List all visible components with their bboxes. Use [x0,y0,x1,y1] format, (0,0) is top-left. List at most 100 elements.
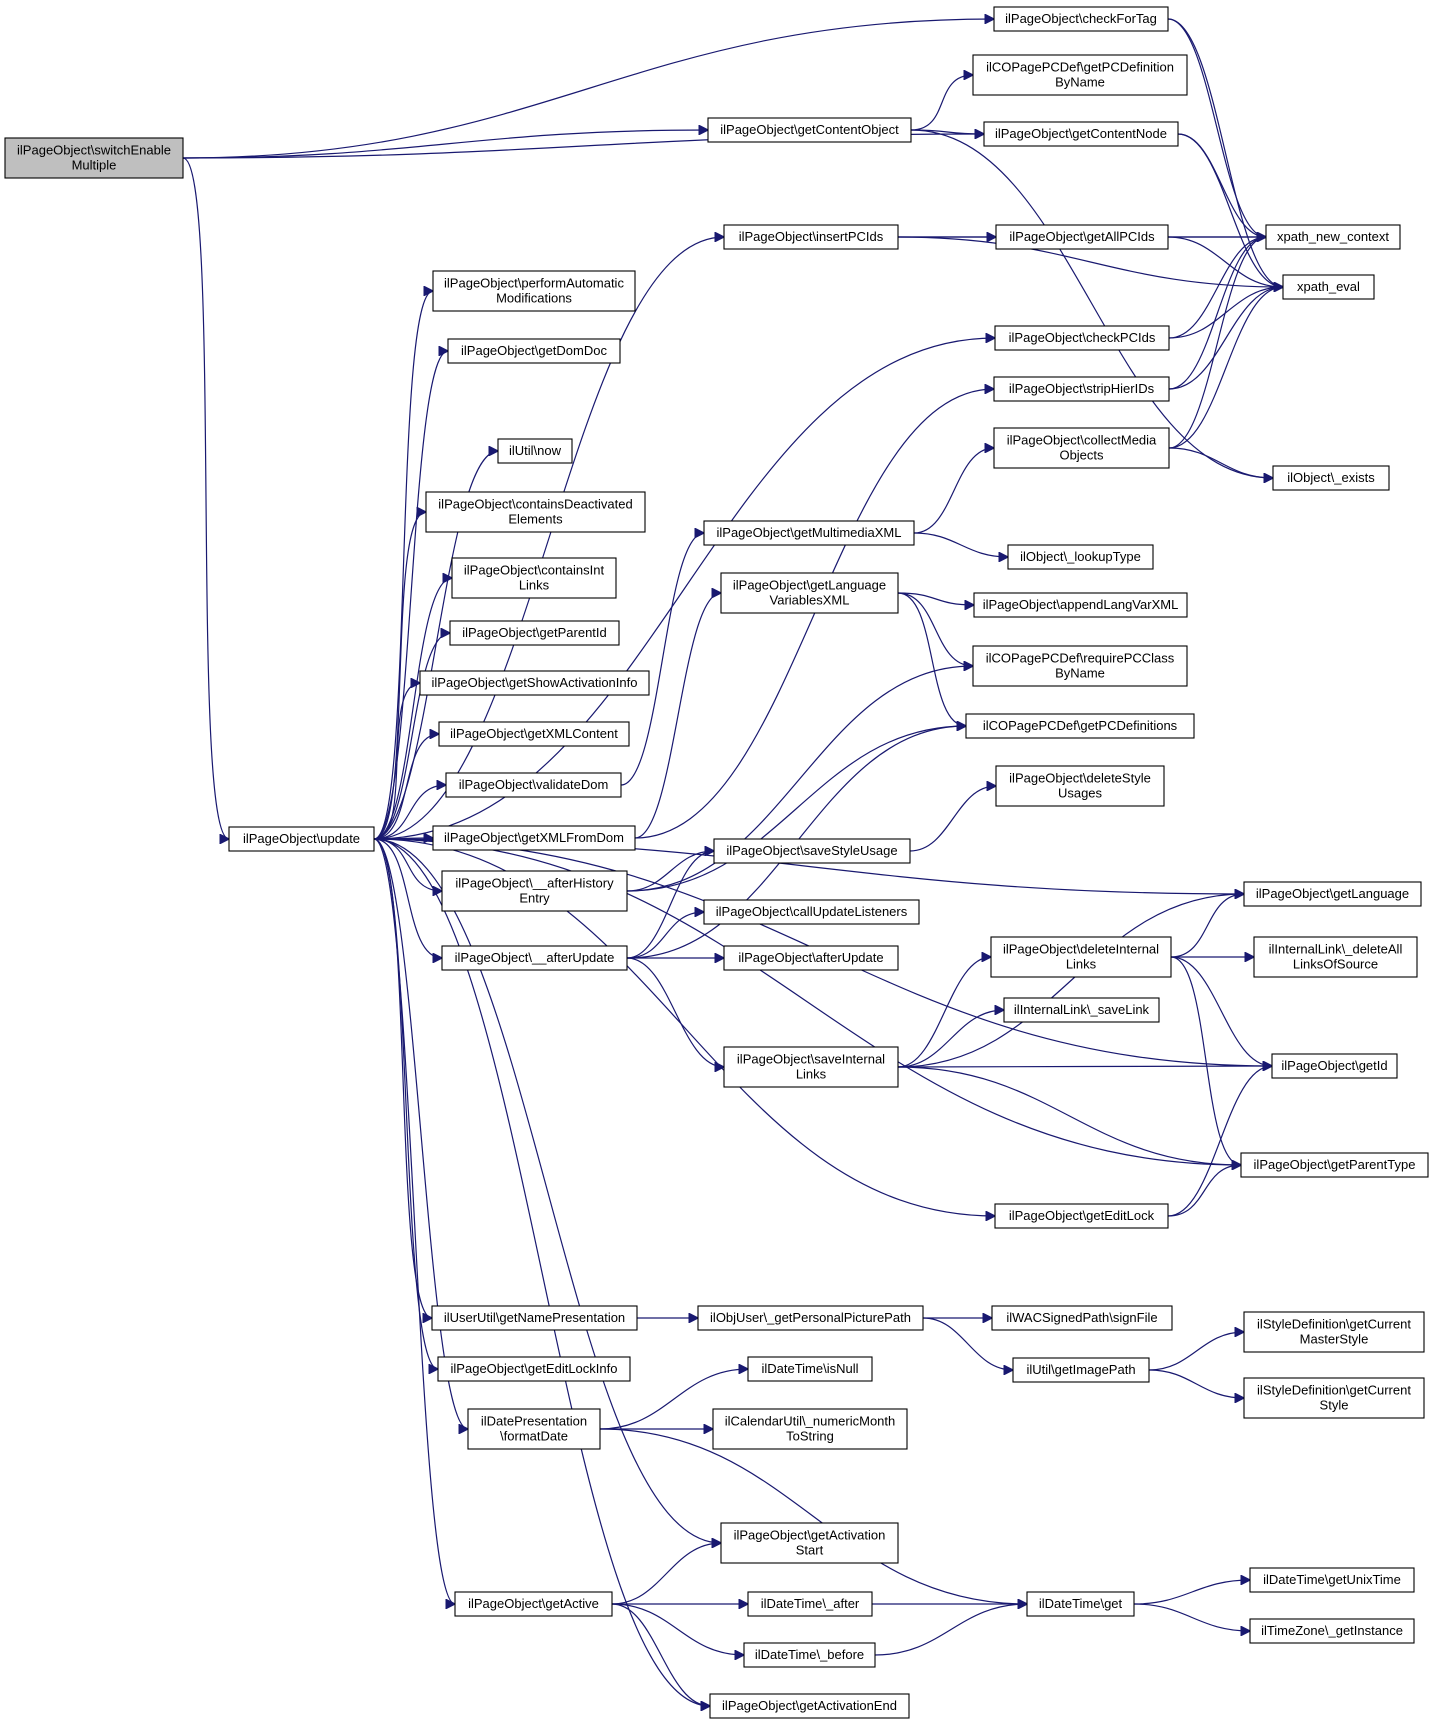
edge-deleteInternalLinks-to-getLanguage [1170,894,1244,958]
node-getDomDoc[interactable]: ilPageObject\getDomDoc [447,338,621,364]
node-label: ilPageObject\deleteStyle [1009,771,1151,786]
node-utilNow[interactable]: ilUtil\now [497,438,573,464]
node-getAllPCIds[interactable]: ilPageObject\getAllPCIds [995,224,1169,250]
node-insertPCIds[interactable]: ilPageObject\insertPCIds [723,224,899,250]
node-callUpdateListeners[interactable]: ilPageObject\callUpdateListeners [703,899,920,925]
node-getPersonalPicturePath[interactable]: ilObjUser\_getPersonalPicturePath [697,1305,924,1331]
node-update[interactable]: ilPageObject\update [228,826,375,852]
edge-getLanguageVariablesXML-to-appendLangVarXML [897,592,974,605]
node-xpath_new_context[interactable]: xpath_new_context [1265,224,1401,250]
node-getXMLContent[interactable]: ilPageObject\getXMLContent [438,721,630,747]
node-label: ilPageObject\update [243,831,360,846]
node-getId[interactable]: ilPageObject\getId [1271,1053,1398,1079]
node-getPCDefinitions[interactable]: ilCOPagePCDef\getPCDefinitions [965,713,1195,739]
node-box [993,427,1170,469]
edge-saveInternalLinks-to-getParentType [897,1066,1241,1165]
node-label: ilPageObject\getXMLFromDom [444,830,624,845]
node-label: ilObject\_exists [1287,470,1375,485]
edge-afterUpdatePriv-to-saveInternalLinks [626,957,724,1067]
node-getParentId[interactable]: ilPageObject\getParentId [449,620,620,646]
edge-getImagePath-to-getCurrentStyle [1148,1369,1244,1398]
node-afterUpdatePriv[interactable]: ilPageObject\__afterUpdate [441,945,628,971]
node-dtBefore[interactable]: ilDateTime\_before [743,1642,876,1668]
edge-update-to-getShowActivationInfo [373,683,420,840]
edge-dtGet-to-getUnixTime [1133,1580,1250,1605]
node-validateDom[interactable]: ilPageObject\validateDom [445,772,622,798]
node-dtAfter[interactable]: ilDateTime\_after [747,1591,873,1617]
node-label: ilStyleDefinition\getCurrent [1257,1383,1411,1398]
node-box [1026,1591,1135,1617]
node-box [1007,544,1154,570]
node-checkPCIds[interactable]: ilPageObject\checkPCIds [994,325,1170,351]
node-box [4,137,184,179]
node-getEditLock[interactable]: ilPageObject\getEditLock [994,1203,1169,1229]
node-box [449,620,620,646]
node-box [712,1408,908,1450]
node-signFile[interactable]: ilWACSignedPath\signFile [991,1305,1173,1331]
node-label: Links [1066,957,1097,972]
edge-getImagePath-to-getCurrentMasterStyle [1148,1332,1244,1371]
node-label: ilObjUser\_getPersonalPicturePath [710,1310,911,1325]
node-getContentNode[interactable]: ilPageObject\getContentNode [983,121,1179,147]
node-formatDate[interactable]: ilDatePresentation\formatDate [467,1408,601,1450]
node-getInstance[interactable]: ilTimeZone\_getInstance [1249,1618,1415,1644]
node-dtIsNull[interactable]: ilDateTime\isNull [747,1356,873,1382]
node-getParentType[interactable]: ilPageObject\getParentType [1240,1152,1429,1178]
node-label: Modifications [496,291,572,306]
node-box [437,1356,631,1382]
edge-dtGet-to-getInstance [1133,1603,1250,1631]
node-label: ilPageObject\saveInternal [737,1052,885,1067]
edge-update-to-getActivationEnd [373,838,710,1706]
node-objectExists[interactable]: ilObject\_exists [1272,465,1390,491]
node-getLanguage[interactable]: ilPageObject\getLanguage [1243,881,1422,907]
node-getImagePath[interactable]: ilUtil\getImagePath [1012,1357,1150,1383]
node-label: ilPageObject\afterUpdate [738,950,883,965]
node-label: ilDateTime\isNull [761,1361,858,1376]
node-getActive[interactable]: ilPageObject\getActive [454,1591,613,1617]
edge-collectMedia-to-objectExists [1168,447,1273,478]
edge-saveInternalLinks-to-getId [897,1066,1272,1067]
node-getActivationEnd[interactable]: ilPageObject\getActivationEnd [709,1693,910,1719]
node-dtGet[interactable]: ilDateTime\get [1026,1591,1135,1617]
node-label: ilPageObject\getParentId [462,625,607,640]
node-getContentObject[interactable]: ilPageObject\getContentObject [707,117,912,143]
node-lookupType[interactable]: ilObject\_lookupType [1007,544,1154,570]
node-checkForTag[interactable]: ilPageObject\checkForTag [993,6,1169,32]
node-label: ilPageObject\getEditLock [1009,1208,1155,1223]
node-saveStyleUsage[interactable]: ilPageObject\saveStyleUsage [713,838,911,864]
node-box [441,945,628,971]
node-xpath_eval[interactable]: xpath_eval [1282,274,1375,300]
edge-switch-to-getContentObject [182,130,708,159]
node-getXMLFromDom[interactable]: ilPageObject\getXMLFromDom [432,825,636,851]
node-performAutomatic[interactable]: ilPageObject\performAutomaticModificatio… [432,270,636,312]
node-label: ilTimeZone\_getInstance [1261,1623,1403,1638]
edge-update-to-formatDate [373,838,468,1429]
node-appendLangVarXML[interactable]: ilPageObject\appendLangVarXML [973,592,1188,618]
node-getMultimediaXML[interactable]: ilPageObject\getMultimediaXML [703,520,915,546]
node-stripHierIDs[interactable]: ilPageObject\stripHierIDs [993,376,1170,402]
node-saveLink[interactable]: ilInternalLink\_saveLink [1003,997,1160,1023]
edge-update-to-afterUpdatePriv [373,838,442,958]
node-getShowActivationInfo[interactable]: ilPageObject\getShowActivationInfo [419,670,650,696]
node-afterUpdate[interactable]: ilPageObject\afterUpdate [723,945,899,971]
node-box [1265,224,1401,250]
node-getNamePresentation[interactable]: ilUserUtil\getNamePresentation [431,1305,638,1331]
node-getEditLockInfo[interactable]: ilPageObject\getEditLockInfo [437,1356,631,1382]
node-getUnixTime[interactable]: ilDateTime\getUnixTime [1249,1567,1415,1593]
